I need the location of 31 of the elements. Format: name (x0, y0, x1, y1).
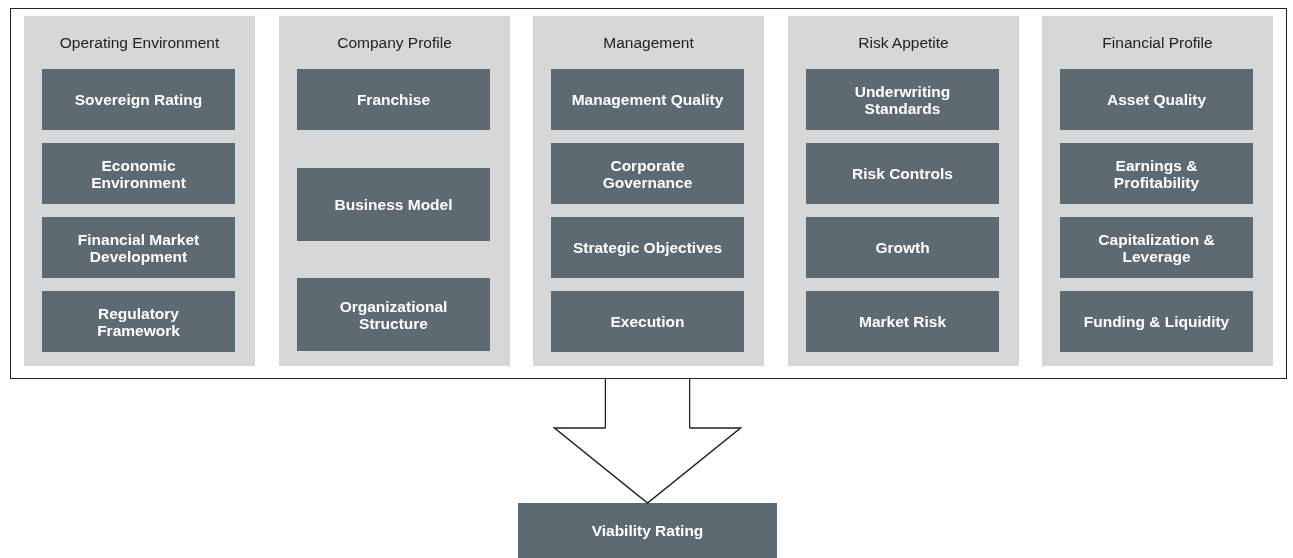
factor-box: Growth (806, 217, 999, 278)
factor-box: Regulatory Framework (42, 291, 235, 352)
category-panel (279, 16, 510, 366)
factor-box: Earnings & Profitability (1060, 143, 1253, 204)
panel-title: Management (602, 34, 695, 52)
factor-box: Management Quality (551, 69, 744, 130)
category-panel (533, 16, 764, 366)
factor-box: Underwriting Standards (806, 69, 999, 130)
factor-box: Business Model (297, 168, 490, 241)
result-box: Viability Rating (518, 503, 777, 558)
factor-box: Risk Controls (806, 143, 999, 204)
factor-box: Capitalization & Leverage (1060, 217, 1253, 278)
factor-box: Market Risk (806, 291, 999, 352)
factor-box: Funding & Liquidity (1060, 291, 1253, 352)
category-panel (788, 16, 1019, 366)
category-panel (1042, 16, 1273, 366)
factor-box: Strategic Objectives (551, 217, 744, 278)
factor-box: Financial Market Development (42, 217, 235, 278)
factor-box: Organizational Structure (297, 278, 490, 351)
panel-title: Financial Profile (1101, 34, 1214, 52)
factor-box: Franchise (297, 69, 490, 130)
category-panel (24, 16, 255, 366)
panel-title: Risk Appetite (857, 34, 950, 52)
factor-box: Economic Environment (42, 143, 235, 204)
outer-frame-box (10, 8, 1287, 379)
panel-title: Company Profile (336, 34, 453, 52)
factor-box: Execution (551, 291, 744, 352)
factor-box: Asset Quality (1060, 69, 1253, 130)
factor-box: Sovereign Rating (42, 69, 235, 130)
factor-box: Corporate Governance (551, 143, 744, 204)
panel-title: Operating Environment (58, 34, 221, 52)
